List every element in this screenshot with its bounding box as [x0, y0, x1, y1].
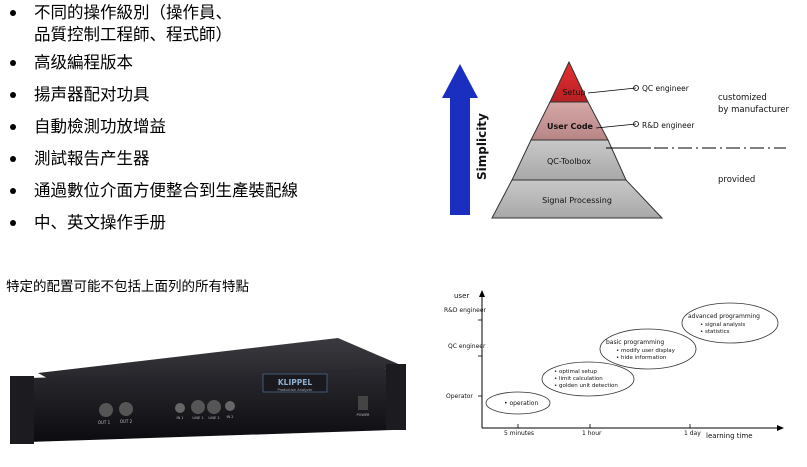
feature-text: 高级編程版本: [34, 53, 133, 72]
power-switch: [358, 396, 368, 410]
connector: [175, 403, 185, 413]
port-label: LINE 2: [208, 416, 219, 420]
port-label: POWER: [357, 413, 371, 417]
feature-text: 揚声器配对功具: [34, 85, 150, 104]
layer-label: QC-Toolbox: [547, 157, 591, 166]
device-brand: KLIPPEL: [278, 378, 312, 387]
callout-label: QC engineer: [642, 84, 690, 93]
bubble-item: • signal analysis: [700, 322, 745, 328]
bubble-title: advanced programming: [688, 313, 760, 320]
rack-ear-left: [10, 376, 34, 444]
feature-item: 測試報告产生器: [8, 148, 398, 170]
brand-plate: [262, 373, 328, 393]
simplicity-pyramid-diagram: Simplicity Setup User Code QC-Toolbox Si…: [442, 60, 790, 219]
side-label-customized-2: by manufacturer: [718, 105, 790, 115]
feature-item: 自動檢測功放增益: [8, 116, 398, 138]
port-label: OUT 1: [98, 420, 111, 425]
x-tick-label: 1 day: [684, 430, 701, 437]
bubble-item: • limit calculation: [554, 376, 603, 382]
side-label-provided: provided: [718, 175, 755, 185]
connector: [207, 400, 221, 414]
bubble-title: basic programming: [606, 339, 664, 346]
feature-text: 通過數位介面方便整合到生產裝配線: [34, 181, 298, 200]
port-label: IN 2: [227, 415, 234, 419]
user-learning-time-diagram: user learning time R&D engineer QC engin…: [444, 290, 784, 440]
feature-item: 不同的操作級別（操作員、 品質控制工程師、程式師）: [8, 2, 398, 46]
bubble-item: • operation: [504, 400, 538, 407]
port-label: LINE 1: [192, 416, 203, 420]
level-bubble-advanced-programming: [681, 302, 779, 344]
connector: [225, 401, 235, 411]
feature-item: 中、英文操作手册: [8, 212, 398, 234]
x-tick-label: 5 minutes: [504, 430, 534, 437]
port-label: IN 1: [177, 416, 184, 420]
y-tick-label: R&D engineer: [444, 307, 487, 314]
x-axis-label: learning time: [706, 432, 753, 440]
connector: [119, 402, 133, 416]
feature-text: 測試報告产生器: [34, 149, 150, 168]
x-axis-arrow-icon: [777, 425, 784, 431]
level-bubble-operation: [485, 391, 551, 415]
layer-label: User Code: [547, 122, 594, 131]
bubble-item: • hide information: [616, 355, 667, 361]
device-model: Production Analyzer: [278, 388, 314, 392]
bubble-item: • optimal setup: [554, 369, 597, 375]
callout-line: [587, 87, 637, 94]
analyzer-device-image: KLIPPEL Production Analyzer OUT 1 OUT 2 …: [10, 338, 406, 444]
feature-item: 高级編程版本: [8, 52, 398, 74]
connector: [191, 400, 205, 414]
side-label-customized: customized: [718, 93, 767, 103]
layer-label: Signal Processing: [542, 196, 612, 205]
y-axis-label: user: [454, 292, 469, 300]
callout-line: [595, 123, 637, 129]
layer-label: Setup: [562, 88, 585, 97]
feature-item: 通過數位介面方便整合到生產裝配線: [8, 180, 398, 202]
callout-label: R&D engineer: [642, 121, 695, 130]
callout-dot: [633, 85, 639, 91]
pyramid-layer-user-code: [530, 101, 609, 141]
y-axis-arrow-icon: [479, 290, 485, 297]
bubble-item: • statistics: [700, 329, 730, 335]
rack-ear-right: [386, 364, 406, 430]
level-bubble-setup: [541, 361, 635, 397]
feature-text: 不同的操作級別（操作員、: [34, 3, 232, 22]
feature-text-continued: 品質控制工程師、程式師）: [34, 25, 232, 44]
configuration-note: 特定的配置可能不包括上面列的所有特點: [6, 279, 249, 295]
simplicity-label: Simplicity: [475, 113, 489, 180]
y-tick-label: Operator: [446, 393, 473, 400]
feature-text: 自動檢測功放增益: [34, 117, 166, 136]
y-tick-label: QC engineer: [448, 343, 486, 350]
level-bubble-basic-programming: [599, 328, 697, 370]
bubble-item: • modify user display: [616, 348, 676, 354]
feature-list: 不同的操作級別（操作員、 品質控制工程師、程式師） 高级編程版本 揚声器配对功具…: [8, 2, 398, 244]
feature-item: 揚声器配对功具: [8, 84, 398, 106]
x-tick-label: 1 hour: [582, 430, 602, 437]
bubble-item: • golden unit detection: [554, 383, 618, 389]
pyramid-layer-signal-processing: [491, 179, 664, 219]
simplicity-arrow-icon: [442, 64, 478, 215]
callout-dot: [633, 121, 639, 127]
feature-text: 中、英文操作手册: [34, 213, 166, 232]
connector: [99, 403, 113, 417]
port-label: OUT 2: [120, 419, 133, 424]
